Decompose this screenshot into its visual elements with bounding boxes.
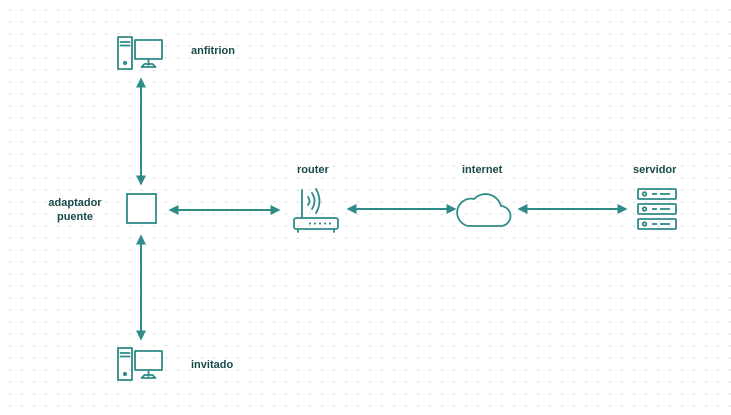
guest-label: invitado bbox=[191, 359, 234, 371]
server-label: servidor bbox=[633, 164, 677, 176]
desktop-computer-icon bbox=[117, 36, 163, 70]
cloud-icon bbox=[456, 193, 512, 227]
wifi-router-icon bbox=[293, 188, 339, 233]
bridge-label: adaptador puente bbox=[40, 196, 110, 224]
desktop-computer-icon bbox=[117, 347, 163, 381]
host-label: anfitrion bbox=[191, 45, 235, 57]
router-label: router bbox=[297, 164, 329, 176]
bridge-adapter-square bbox=[126, 193, 157, 224]
server-rack-icon bbox=[637, 188, 677, 230]
bridge-label-line1: adaptador bbox=[48, 197, 102, 209]
bridge-label-line2: puente bbox=[56, 211, 94, 223]
internet-label: internet bbox=[462, 164, 503, 176]
